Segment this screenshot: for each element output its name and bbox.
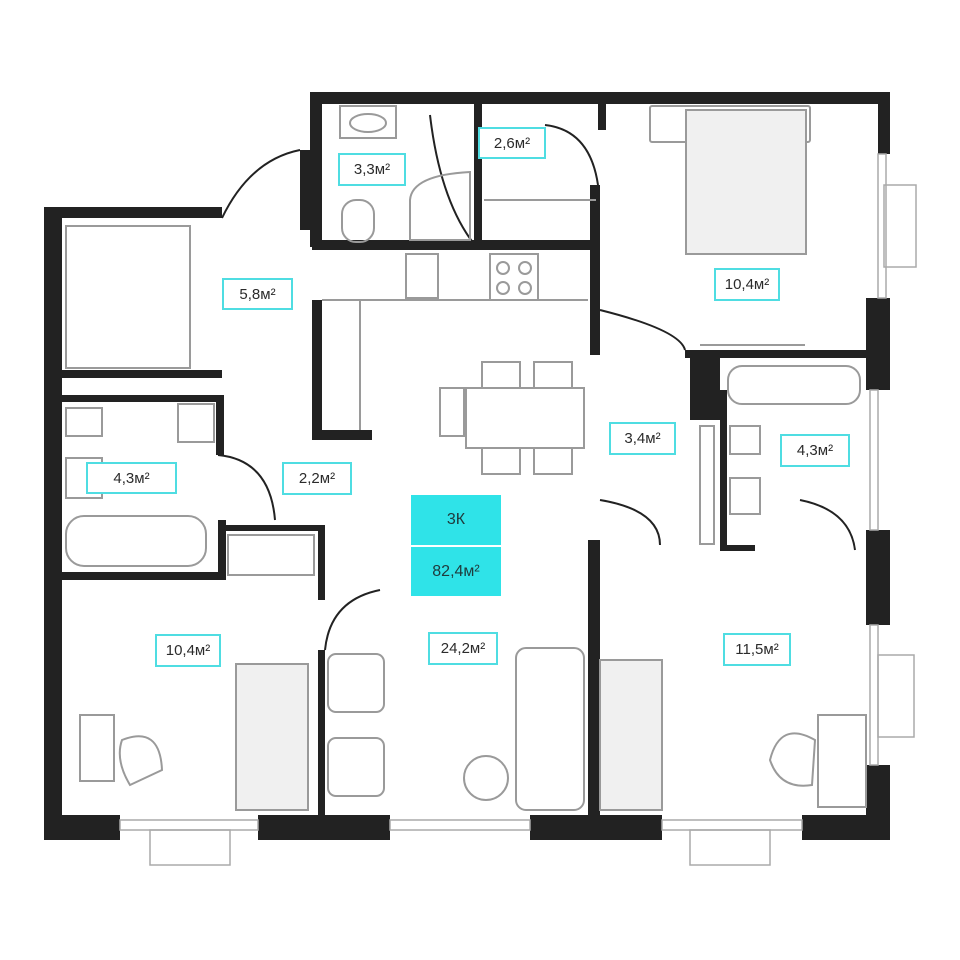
area-text: 10,4м² — [724, 276, 770, 293]
area-text: 3,4м² — [624, 430, 661, 447]
room-area-label-corridor-right: 3,4м² — [609, 422, 676, 455]
apartment-type-text: 3К — [446, 511, 466, 528]
area-text: 2,2м² — [298, 470, 336, 487]
apartment-type-badge: 3К — [411, 495, 501, 545]
room-area-label-living-kitchen: 24,2м² — [428, 632, 498, 665]
room-area-label-bedroom-left: 10,4м² — [155, 634, 221, 667]
room-area-label-corridor-left: 2,2м² — [282, 462, 352, 495]
area-text: 3,3м² — [353, 161, 391, 178]
furniture — [65, 105, 867, 811]
room-area-label-bedroom-right: 11,5м² — [723, 633, 791, 666]
area-text: 24,2м² — [440, 640, 486, 657]
area-text: 11,5м² — [735, 641, 779, 658]
room-area-label-hallway-entry: 5,8м² — [222, 278, 293, 310]
area-text: 4,3м² — [796, 442, 834, 459]
walls — [44, 92, 890, 840]
windows — [119, 153, 917, 866]
total-area-text: 82,4м² — [432, 562, 480, 580]
area-text: 4,3м² — [113, 469, 150, 487]
area-text: 10,4м² — [165, 642, 211, 659]
doors — [217, 114, 856, 651]
apartment-total-area-badge: 82,4м² — [411, 547, 501, 596]
area-text: 5,8м² — [239, 285, 276, 303]
room-area-label-bathroom-left: 4,3м² — [86, 462, 177, 494]
room-area-label-bathroom-right: 4,3м² — [780, 434, 850, 467]
area-text: 2,6м² — [493, 134, 531, 152]
room-area-label-bathroom-top: 3,3м² — [338, 153, 406, 186]
room-area-label-wardrobe-top: 2,6м² — [478, 127, 546, 159]
room-area-label-bedroom-top: 10,4м² — [714, 268, 780, 301]
